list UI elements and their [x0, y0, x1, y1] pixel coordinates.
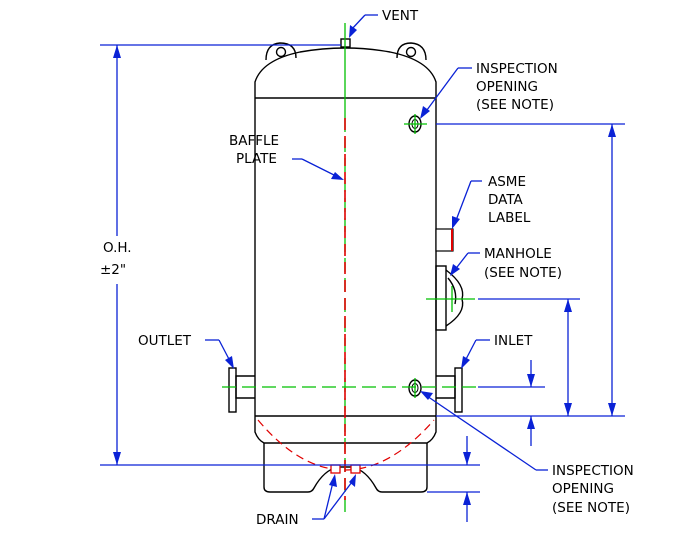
label-asme-1: ASME	[488, 174, 526, 190]
asme-label-plate	[435, 228, 454, 252]
label-inspection-bot-3: (SEE NOTE)	[552, 500, 630, 516]
inspection-top-leader	[423, 67, 459, 115]
vent-leader-arrow	[349, 25, 357, 38]
inlet-arrow	[461, 356, 470, 369]
label-manhole-2: (SEE NOTE)	[484, 265, 562, 281]
lifting-lug-right	[396, 42, 427, 61]
leaders	[205, 14, 548, 520]
label-oh-2: ±2"	[100, 262, 126, 278]
label-inlet: INLET	[494, 333, 533, 349]
label-inspection-top-2: OPENING	[476, 79, 538, 95]
label-asme-3: LABEL	[488, 210, 531, 226]
lifting-lug-left-hole	[275, 46, 287, 58]
outlet-flange	[228, 367, 237, 413]
label-manhole-1: MANHOLE	[484, 246, 552, 262]
label-inspection-bot-1: INSPECTION	[552, 463, 634, 479]
dim-insp-arrow-top	[608, 124, 616, 137]
dim-nozzle-arrow-bottom	[527, 416, 535, 429]
label-inspection-top-3: (SEE NOTE)	[476, 97, 554, 113]
label-asme-2: DATA	[488, 192, 524, 208]
label-oh-1: O.H.	[103, 240, 132, 256]
drain-leader-right	[323, 477, 356, 520]
manhole-arrow	[450, 264, 460, 276]
dim-skirt-arrow-top	[463, 452, 471, 465]
dim-skirt-arrow-bottom	[463, 492, 471, 505]
label-baffle-2: PLATE	[236, 151, 277, 167]
dished-head-hidden	[257, 419, 435, 471]
dim-manhole-arrow-bottom	[564, 403, 572, 416]
label-outlet: OUTLET	[138, 333, 192, 349]
oh-arrow-bottom	[113, 452, 121, 465]
dim-nozzle-arrow-top	[527, 374, 535, 387]
drain-fitting-right	[350, 464, 361, 474]
tank-outline	[228, 38, 464, 493]
label-vent: VENT	[382, 8, 419, 24]
manhole-frame	[435, 265, 447, 331]
dim-insp-arrow-bottom	[608, 403, 616, 416]
inspection-top-arrow	[420, 106, 430, 119]
lifting-lug-right-hole	[405, 46, 417, 58]
asme-arrow	[452, 216, 460, 229]
inspection-bot-arrow	[420, 391, 433, 400]
dimensions	[100, 44, 625, 522]
manhole-davit	[447, 277, 457, 305]
centerlines	[222, 23, 478, 512]
drain-arrow-left	[329, 474, 337, 487]
inlet-flange	[454, 367, 463, 413]
label-drain: DRAIN	[256, 512, 299, 528]
label-baffle-1: BAFFLE	[229, 133, 279, 149]
baffle-arrow	[331, 172, 344, 180]
dim-manhole-arrow-top	[564, 299, 572, 312]
inspection-bot-leader	[423, 393, 537, 471]
drain-arrow-right	[349, 474, 356, 487]
asme-leader	[454, 180, 472, 224]
label-inspection-bot-2: OPENING	[552, 481, 614, 497]
label-inspection-top-1: INSPECTION	[476, 61, 558, 77]
oh-arrow-top	[113, 45, 121, 58]
baffle-leader	[301, 158, 339, 178]
labels: VENT INSPECTION OPENING (SEE NOTE) BAFFL…	[100, 8, 634, 528]
lifting-lug-left	[265, 42, 297, 61]
drain-fitting-left	[330, 464, 341, 474]
outlet-arrow	[225, 356, 234, 369]
